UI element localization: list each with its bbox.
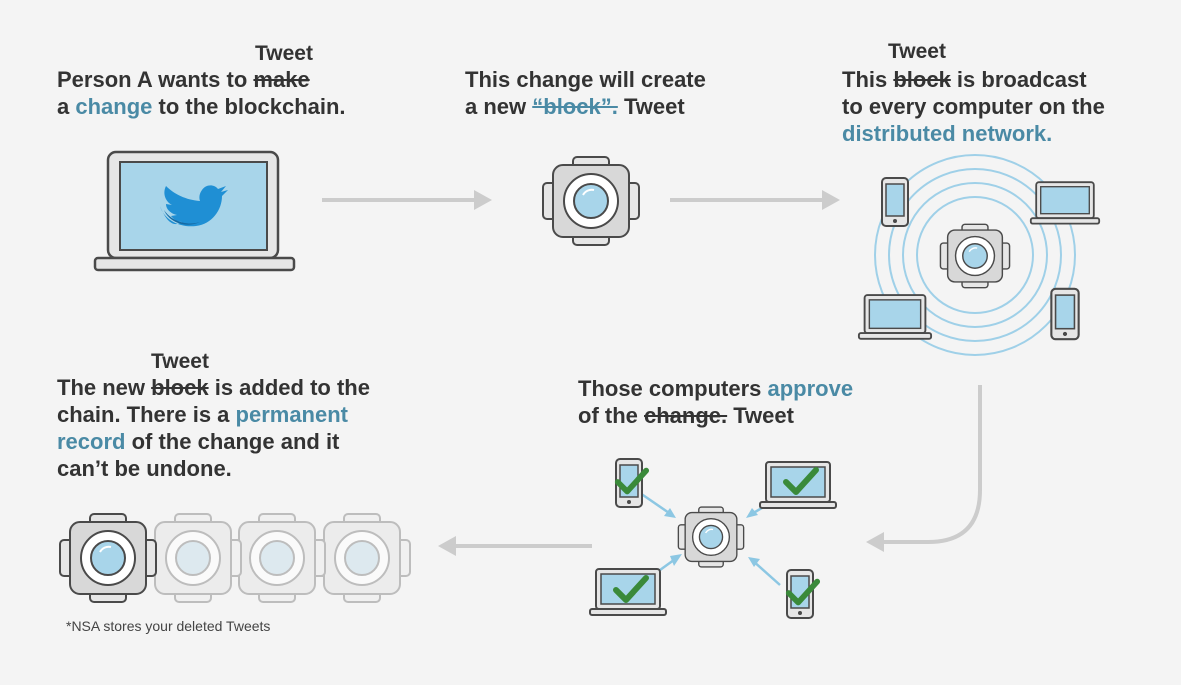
step4-line1: Those computers approve — [578, 376, 853, 401]
step2-text: This change will create a new “block”. T… — [465, 66, 706, 120]
step4-line1-text: Those computers — [578, 376, 768, 401]
step2-line2: a new “block”. Tweet — [465, 94, 685, 119]
step4-line2-text-a: of the — [578, 403, 644, 428]
tablet-icon — [1050, 287, 1080, 341]
step1-line2-text-a: a — [57, 94, 76, 119]
footnote: *NSA stores your deleted Tweets — [66, 618, 271, 634]
step1-text: Person A wants to make a change to the b… — [57, 66, 346, 120]
step1-line2-text-b: to the blockchain. — [152, 94, 346, 119]
step5-line2: chain. There is a permanent — [57, 402, 348, 427]
laptop-icon — [589, 568, 667, 616]
block-icon — [144, 513, 242, 603]
block-icon — [939, 223, 1011, 289]
step4-line2: of the change. Tweet — [578, 403, 794, 428]
step5-line2-text: chain. There is a — [57, 402, 236, 427]
twitter-bird-icon — [160, 185, 228, 227]
block-icon — [677, 506, 745, 568]
step3-line2: to every computer on the — [842, 94, 1105, 119]
arrow-step4-to-step5 — [438, 536, 592, 556]
laptop-icon — [759, 461, 837, 509]
blockchain-chain — [59, 513, 411, 603]
broadcast-rings — [874, 154, 1076, 356]
step5-text: The new block is added to the chain. The… — [57, 374, 370, 482]
step3-line1-text-b: is broadcast — [950, 67, 1087, 92]
laptop-icon — [1029, 181, 1101, 225]
arrow-step2-to-step3 — [670, 190, 840, 210]
arrow-step1-to-step2 — [322, 190, 492, 210]
step3-line1: This block is broadcast — [842, 67, 1087, 92]
step5-struck-word: block — [151, 375, 209, 400]
step4-struck-word: change. — [644, 403, 728, 428]
step5-tweet-label: Tweet — [151, 350, 209, 373]
step5-highlight-permanent: permanent — [235, 402, 348, 427]
block-icon — [228, 513, 326, 603]
step4-highlight: approve — [767, 376, 854, 401]
step5-line3-text: of the change and it — [125, 429, 340, 454]
step1-tweet-label: Tweet — [255, 42, 313, 65]
step1-line1: Person A wants to make — [57, 67, 310, 92]
step3-tweet-label: Tweet — [888, 40, 946, 63]
step1-line2: a change to the blockchain. — [57, 94, 346, 119]
step5-line1: The new block is added to the — [57, 375, 370, 400]
step2-line2-text-a: a new — [465, 94, 533, 119]
step3-highlight: distributed network. — [842, 121, 1053, 146]
step1-line1-text: Person A wants to — [57, 67, 254, 92]
step5-line3: record of the change and it — [57, 429, 339, 454]
step5-line1-text-a: The new — [57, 375, 152, 400]
laptop-icon — [857, 294, 933, 340]
step5-line1-text-b: is added to the — [208, 375, 370, 400]
step5-highlight-record: record — [57, 429, 126, 454]
step2-struck-word: “block”. — [532, 94, 618, 119]
block-icon — [542, 156, 640, 246]
step1-struck-word: make — [253, 67, 310, 92]
step4-line2-text-b: Tweet — [727, 403, 794, 428]
step3-struck-word: block — [893, 67, 951, 92]
block-icon — [59, 513, 157, 603]
tablet-icon — [881, 177, 909, 227]
step3-line1-text-a: This — [842, 67, 894, 92]
step2-line2-text-b: Tweet — [617, 94, 685, 119]
step5-line4: can’t be undone. — [57, 456, 232, 481]
step3-text: This block is broadcast to every compute… — [842, 66, 1105, 147]
step2-line1: This change will create — [465, 67, 706, 92]
approval-arrowheads — [664, 508, 760, 567]
step1-highlight: change — [75, 94, 153, 119]
step4-text: Those computers approve of the change. T… — [578, 375, 853, 429]
arrow-step3-to-step4 — [866, 385, 982, 552]
block-icon — [313, 513, 411, 603]
